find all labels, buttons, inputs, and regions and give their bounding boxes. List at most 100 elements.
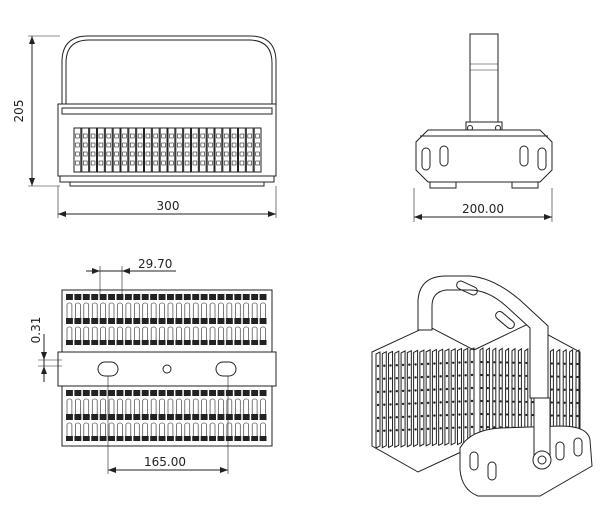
front-fin-slot bbox=[208, 151, 213, 157]
iso-fin-hole bbox=[470, 373, 474, 377]
iso-fin-hole bbox=[464, 426, 467, 429]
bottom-fin-tab bbox=[259, 390, 267, 396]
iso-fin-hole bbox=[426, 414, 430, 418]
iso-fin-hole bbox=[464, 374, 467, 377]
bottom-fin-tab bbox=[74, 436, 82, 441]
iso-fin-hole bbox=[383, 416, 386, 419]
bottom-fin-tab bbox=[150, 390, 158, 396]
front-fin-slot bbox=[90, 133, 96, 139]
front-fin-slot bbox=[83, 160, 88, 166]
bottom-fin-tab bbox=[141, 414, 149, 420]
iso-fin bbox=[381, 350, 387, 449]
front-fin-slot bbox=[239, 142, 245, 148]
bottom-fin-tab bbox=[209, 414, 216, 420]
iso-fin-hole bbox=[433, 427, 436, 430]
bottom-fin-tab bbox=[217, 390, 225, 396]
iso-fin-hole bbox=[493, 387, 496, 390]
iso-fin-hole bbox=[395, 403, 398, 406]
front-fin bbox=[214, 127, 223, 173]
iso-fin-hole bbox=[563, 388, 566, 391]
bottom-fin-tab bbox=[108, 340, 115, 345]
iso-fin-hole bbox=[563, 414, 566, 417]
bottom-fin-tab bbox=[74, 318, 82, 324]
bottom-fin-tab bbox=[99, 390, 107, 396]
iso-fin-hole bbox=[480, 425, 483, 429]
iso-fin-hole bbox=[518, 361, 522, 364]
iso-fin-hole bbox=[518, 413, 522, 416]
iso-fin-hole bbox=[525, 413, 528, 417]
iso-fin-hole bbox=[525, 361, 528, 365]
bottom-fin-tab bbox=[158, 436, 166, 441]
iso-fin-hole bbox=[470, 399, 474, 403]
bottom-fin-tab bbox=[217, 340, 225, 345]
bottom-fin-tab bbox=[91, 340, 99, 345]
iso-fin-hole bbox=[376, 403, 380, 407]
iso-fin-hole bbox=[389, 364, 392, 367]
bottom-fin-tab bbox=[200, 436, 208, 441]
front-fin bbox=[183, 127, 192, 173]
iso-fin-hole bbox=[452, 413, 455, 416]
iso-fin-hole bbox=[557, 401, 560, 404]
iso-fin-hole bbox=[445, 387, 449, 391]
front-fin-slot bbox=[161, 142, 166, 148]
bottom-fin-tab bbox=[200, 294, 208, 300]
front-fin-slot bbox=[130, 142, 135, 148]
iso-fin-hole bbox=[420, 414, 424, 418]
bottom-fin-tab bbox=[99, 414, 107, 420]
bottom-fin-tab bbox=[116, 414, 124, 420]
slot-spacing-dimension: 165.00 bbox=[144, 455, 186, 469]
front-width-dimension: 300 bbox=[157, 199, 180, 213]
iso-fin-hole bbox=[550, 401, 554, 404]
iso-fin-hole bbox=[401, 376, 405, 380]
bottom-fin-tab bbox=[200, 318, 208, 324]
bottom-fin-tab bbox=[200, 414, 208, 420]
iso-fin bbox=[450, 347, 456, 446]
iso-fin-hole bbox=[376, 416, 380, 420]
iso-fin-hole bbox=[376, 377, 380, 381]
bottom-fin-tab bbox=[234, 340, 242, 345]
bottom-fin-tab bbox=[234, 436, 242, 441]
iso-fin-hole bbox=[499, 387, 502, 390]
bottom-fin-tab bbox=[66, 318, 73, 324]
iso-fin-hole bbox=[525, 387, 528, 391]
bottom-fin-tab bbox=[99, 436, 107, 441]
iso-fin-hole bbox=[376, 429, 380, 433]
front-fin-slot bbox=[192, 151, 198, 157]
bottom-fin-tab bbox=[133, 340, 141, 345]
iso-fin-hole bbox=[464, 413, 467, 416]
front-fin-slot bbox=[247, 142, 252, 148]
bottom-fin-tab bbox=[175, 340, 183, 345]
iso-fin-hole bbox=[512, 374, 515, 377]
bottom-fin-tab bbox=[209, 436, 216, 441]
front-fin-slot bbox=[208, 142, 213, 148]
bottom-fin-tab bbox=[66, 390, 73, 396]
iso-fin-hole bbox=[458, 413, 461, 416]
iso-fin-hole bbox=[389, 403, 392, 406]
bottom-fin-tab bbox=[251, 340, 259, 345]
bottom-fin-tab bbox=[217, 414, 225, 420]
front-fin-slot bbox=[239, 133, 245, 139]
bottom-fin-tab bbox=[82, 414, 90, 420]
bottom-fin-tab bbox=[66, 340, 73, 345]
bottom-fin-tab bbox=[251, 436, 259, 441]
iso-fin-hole bbox=[414, 428, 417, 431]
iso-fin-hole bbox=[408, 376, 411, 379]
iso-fin-hole bbox=[480, 373, 483, 377]
bottom-fin-tab bbox=[175, 436, 183, 441]
iso-fin-hole bbox=[563, 401, 566, 404]
front-fin-slot bbox=[106, 160, 111, 166]
iso-fin-hole bbox=[550, 362, 554, 365]
iso-fin-hole bbox=[383, 429, 386, 432]
bottom-fin-tab bbox=[167, 390, 174, 396]
bottom-fin-tab bbox=[116, 318, 124, 324]
bottom-fin-tab bbox=[175, 390, 183, 396]
bottom-fin-tab bbox=[242, 318, 250, 324]
iso-fin-hole bbox=[531, 400, 534, 404]
iso-fin bbox=[419, 349, 425, 447]
iso-fin-hole bbox=[439, 362, 442, 365]
front-fin-slot bbox=[106, 133, 111, 139]
bottom-fin-tab bbox=[116, 436, 124, 441]
iso-fin-hole bbox=[401, 428, 405, 432]
front-fin-slot bbox=[247, 151, 252, 157]
front-fin-slot bbox=[247, 160, 252, 166]
